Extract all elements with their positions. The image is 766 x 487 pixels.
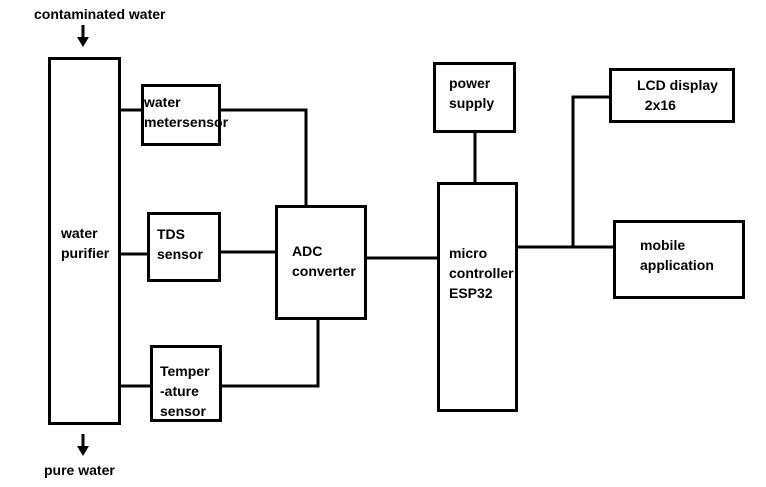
temperature-sensor-label: Temper -ature sensor — [160, 363, 210, 419]
water-purifier-label: water purifier — [61, 225, 110, 261]
arrow-in-head — [77, 37, 89, 47]
line-bus-to-lcd — [571, 95, 609, 247]
tds-sensor-label: TDS sensor — [157, 226, 203, 262]
water-purifier-block: water purifier — [48, 57, 121, 425]
line-water-meter-to-adc — [221, 108, 308, 205]
tds-sensor-block: TDS sensor — [147, 212, 221, 282]
power-supply-block: power supply — [433, 62, 516, 133]
microcontroller-block: micro controller ESP32 — [437, 182, 518, 412]
mobile-application-label: mobile application — [640, 237, 714, 273]
arrow-out-head — [77, 446, 89, 456]
line-temperature-to-adc — [222, 320, 320, 388]
temperature-sensor-block: Temper -ature sensor — [150, 345, 222, 422]
adc-converter-block: ADC converter — [275, 205, 367, 320]
lcd-display-block: LCD display 2x16 — [609, 68, 735, 123]
mobile-application-block: mobile application — [613, 220, 745, 299]
microcontroller-label: micro controller ESP32 — [449, 245, 514, 301]
adc-converter-label: ADC converter — [292, 243, 356, 279]
water-meter-sensor-block: water metersensor — [141, 84, 228, 146]
lcd-display-label: LCD display 2x16 — [637, 77, 718, 113]
power-supply-label: power supply — [449, 75, 495, 111]
contaminated-water-label: contaminated water — [34, 6, 166, 22]
water-meter-sensor-label: water metersensor — [144, 94, 229, 130]
pure-water-label: pure water — [44, 462, 115, 478]
